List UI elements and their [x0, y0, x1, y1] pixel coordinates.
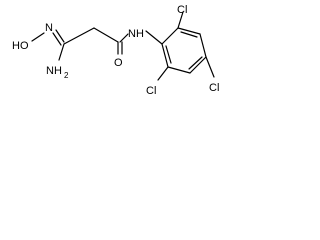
- carbonyl-oxygen-label: O: [114, 57, 123, 69]
- ring-bond-5: [167, 66, 191, 74]
- chlorine-right-label: Cl: [209, 82, 219, 94]
- hydroxyl-label: HO: [12, 40, 29, 52]
- atom-labels: HO N NH 2 O NH Cl Cl Cl: [12, 4, 219, 97]
- amine-label: NH: [46, 65, 62, 77]
- bond-c1-nh2: [58, 43, 65, 61]
- bond-o-n: [31, 32, 45, 42]
- amine-subscript-label: 2: [64, 71, 69, 80]
- bond-c1-ch2: [63, 27, 95, 45]
- chemical-structure: HO N NH 2 O NH Cl Cl Cl: [12, 4, 219, 97]
- ring-bond-3: [199, 33, 207, 58]
- ring-bond-2: [177, 27, 201, 35]
- ring-inner-3: [165, 45, 172, 64]
- structure-canvas: HO N NH 2 O NH Cl Cl Cl: [0, 0, 238, 113]
- ring-inner-2: [188, 56, 203, 70]
- bond-n-c1-a: [55, 29, 65, 43]
- bond-ring-cl-bottom-left: [157, 66, 169, 81]
- bond-ring-cl-top: [177, 11, 184, 29]
- bond-ring-cl-right: [205, 56, 215, 78]
- oxime-nitrogen-label: N: [45, 22, 53, 34]
- chlorine-bottom-left-label: Cl: [146, 85, 156, 97]
- bond-ch2-carbonyl: [93, 27, 119, 43]
- bond-carbonyl-nh: [119, 33, 129, 43]
- bond-n-c1-b: [52, 32, 62, 46]
- ring-bond-4: [189, 56, 207, 74]
- chlorine-top-label: Cl: [177, 4, 187, 16]
- bonds: [31, 11, 215, 81]
- bond-nh-ring: [145, 30, 163, 45]
- amide-nh-label: NH: [128, 28, 144, 40]
- ring-inner-1: [180, 31, 198, 38]
- ring-bond-6: [161, 43, 169, 68]
- ring-bond-1: [161, 27, 179, 45]
